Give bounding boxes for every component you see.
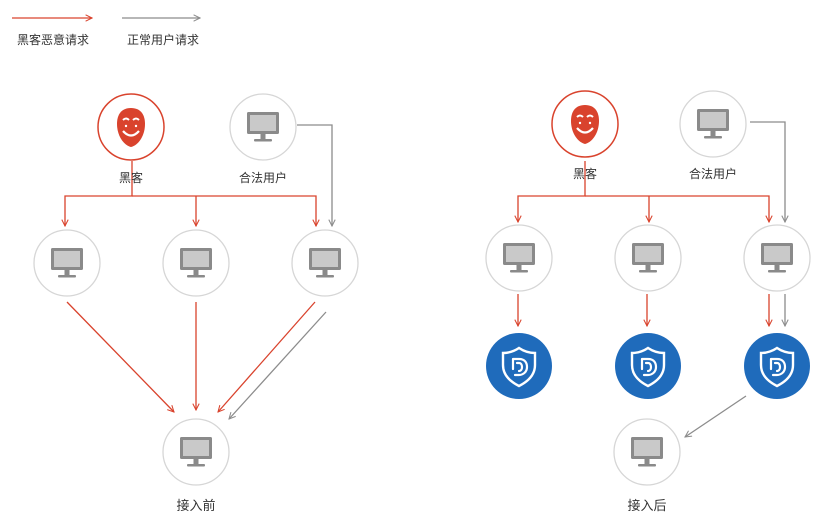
after-connectors [518,121,785,437]
monitor-icon [680,91,746,157]
legend-normal-label: 正常用户请求 [127,32,199,47]
after-shield-2 [613,331,683,401]
hacker-mask-icon [96,92,166,162]
monitor-icon [163,230,229,296]
monitor-icon [486,225,552,291]
before-node-1 [34,230,100,296]
before-connectors [65,124,332,419]
after-shield-3 [742,331,812,401]
monitor-icon [614,419,680,485]
monitor-icon [34,230,100,296]
after-user-label: 合法用户 [689,166,737,181]
before-diagram: 黑客 合法用户 接入前 [34,92,358,514]
before-server-label: 接入前 [176,498,215,514]
before-node-2 [163,230,229,296]
legend: 黑客恶意请求 正常用户请求 [12,18,200,47]
shield-icon [484,331,554,401]
monitor-icon [292,230,358,296]
shield-icon [742,331,812,401]
before-node-3 [292,230,358,296]
before-server-node [163,419,229,485]
before-hacker-node [96,92,166,162]
after-node-2 [615,225,681,291]
after-user-node [680,91,746,157]
before-user-label: 合法用户 [239,170,287,185]
after-server-node [614,419,680,485]
monitor-icon [615,225,681,291]
before-user-node [230,94,296,160]
after-hacker-label: 黑客 [573,166,597,181]
after-diagram: 黑客 合法用户 接入后 [484,89,812,514]
after-node-3 [744,225,810,291]
before-hacker-label: 黑客 [119,170,143,185]
monitor-icon [230,94,296,160]
after-hacker-node [550,89,620,159]
hacker-mask-icon [550,89,620,159]
after-shield-1 [484,331,554,401]
after-node-1 [486,225,552,291]
after-server-label: 接入后 [627,498,666,514]
monitor-icon [744,225,810,291]
legend-hacker-label: 黑客恶意请求 [17,32,89,47]
shield-icon [613,331,683,401]
monitor-icon [163,419,229,485]
